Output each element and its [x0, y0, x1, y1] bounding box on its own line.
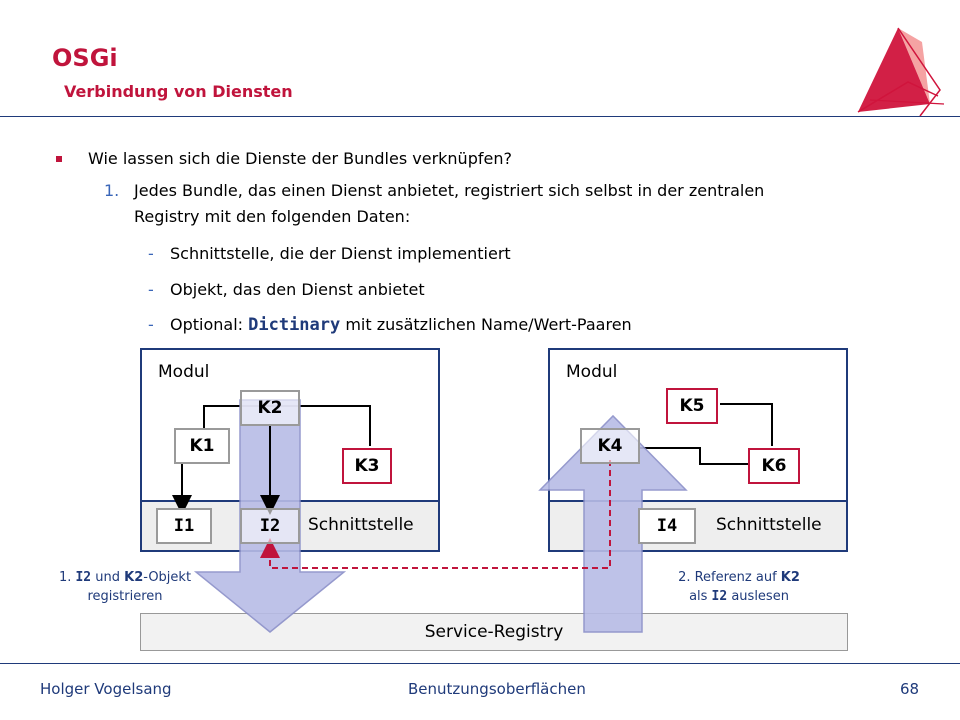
list-number: 1.: [104, 181, 120, 200]
interface-i4: I4: [638, 508, 696, 544]
sub-item-interface: Schnittstelle, die der Dienst implementi…: [170, 244, 511, 263]
caption-lookup: 2. Referenz auf K2 als I2 auslesen: [644, 568, 834, 606]
slide-subtitle: Verbindung von Diensten: [64, 82, 293, 101]
caption-register-p1: 1.: [58, 570, 76, 585]
component-k5: K5: [666, 388, 718, 424]
left-interface-label: Schnittstelle: [308, 515, 414, 535]
sub-item-object: Objekt, das den Dienst anbietet: [170, 280, 425, 299]
caption-lookup-code: I2: [711, 589, 728, 604]
dash-marker: -: [148, 280, 154, 299]
caption-register: 1. I2 und K2-Objekt registrieren: [40, 568, 210, 606]
caption-lookup-bold: K2: [780, 570, 800, 585]
right-interface-label: Schnittstelle: [716, 515, 822, 535]
footer-rule: [0, 663, 960, 664]
list-item-line1: Jedes Bundle, das einen Dienst anbietet,…: [134, 181, 765, 200]
component-k1: K1: [174, 428, 230, 464]
right-module-label: Modul: [566, 362, 618, 382]
footer-author: Holger Vogelsang: [40, 680, 172, 698]
interface-i2: I2: [240, 508, 300, 544]
component-k2: K2: [240, 390, 300, 426]
dash-marker: -: [148, 244, 154, 263]
caption-register-code: I2: [75, 570, 92, 585]
footer-page-number: 68: [900, 680, 920, 698]
dictionary-code: Dictinary: [248, 315, 341, 335]
optional-prefix: Optional:: [170, 315, 249, 334]
dash-marker: -: [148, 315, 154, 334]
caption-lookup-post: auslesen: [727, 589, 789, 604]
component-k3: K3: [342, 448, 392, 484]
caption-lookup-pre: als: [689, 589, 712, 604]
left-module-label: Modul: [158, 362, 210, 382]
caption-register-line2: registrieren: [87, 589, 163, 604]
caption-register-bold: K2: [124, 570, 144, 585]
service-registry: Service-Registry: [140, 613, 848, 651]
bullet-marker: [56, 156, 62, 162]
logo-icon: [857, 27, 945, 117]
caption-lookup-p1: 2. Referenz auf: [678, 570, 781, 585]
optional-suffix: mit zusätzlichen Name/Wert-Paaren: [340, 315, 632, 334]
sub-item-optional: Optional: Dictinary mit zusätzlichen Nam…: [170, 312, 632, 338]
caption-register-p3: -Objekt: [143, 570, 192, 585]
list-item-line2: Registry mit den folgenden Daten:: [134, 207, 411, 226]
caption-register-p2: und: [91, 570, 125, 585]
component-k6: K6: [748, 448, 800, 484]
header-rule: [0, 116, 960, 117]
interface-i1: I1: [156, 508, 212, 544]
bullet-question: Wie lassen sich die Dienste der Bundles …: [88, 149, 512, 168]
slide-title: OSGi: [52, 44, 118, 72]
footer-course: Benutzungsoberflächen: [408, 680, 586, 698]
component-k4: K4: [580, 428, 640, 464]
